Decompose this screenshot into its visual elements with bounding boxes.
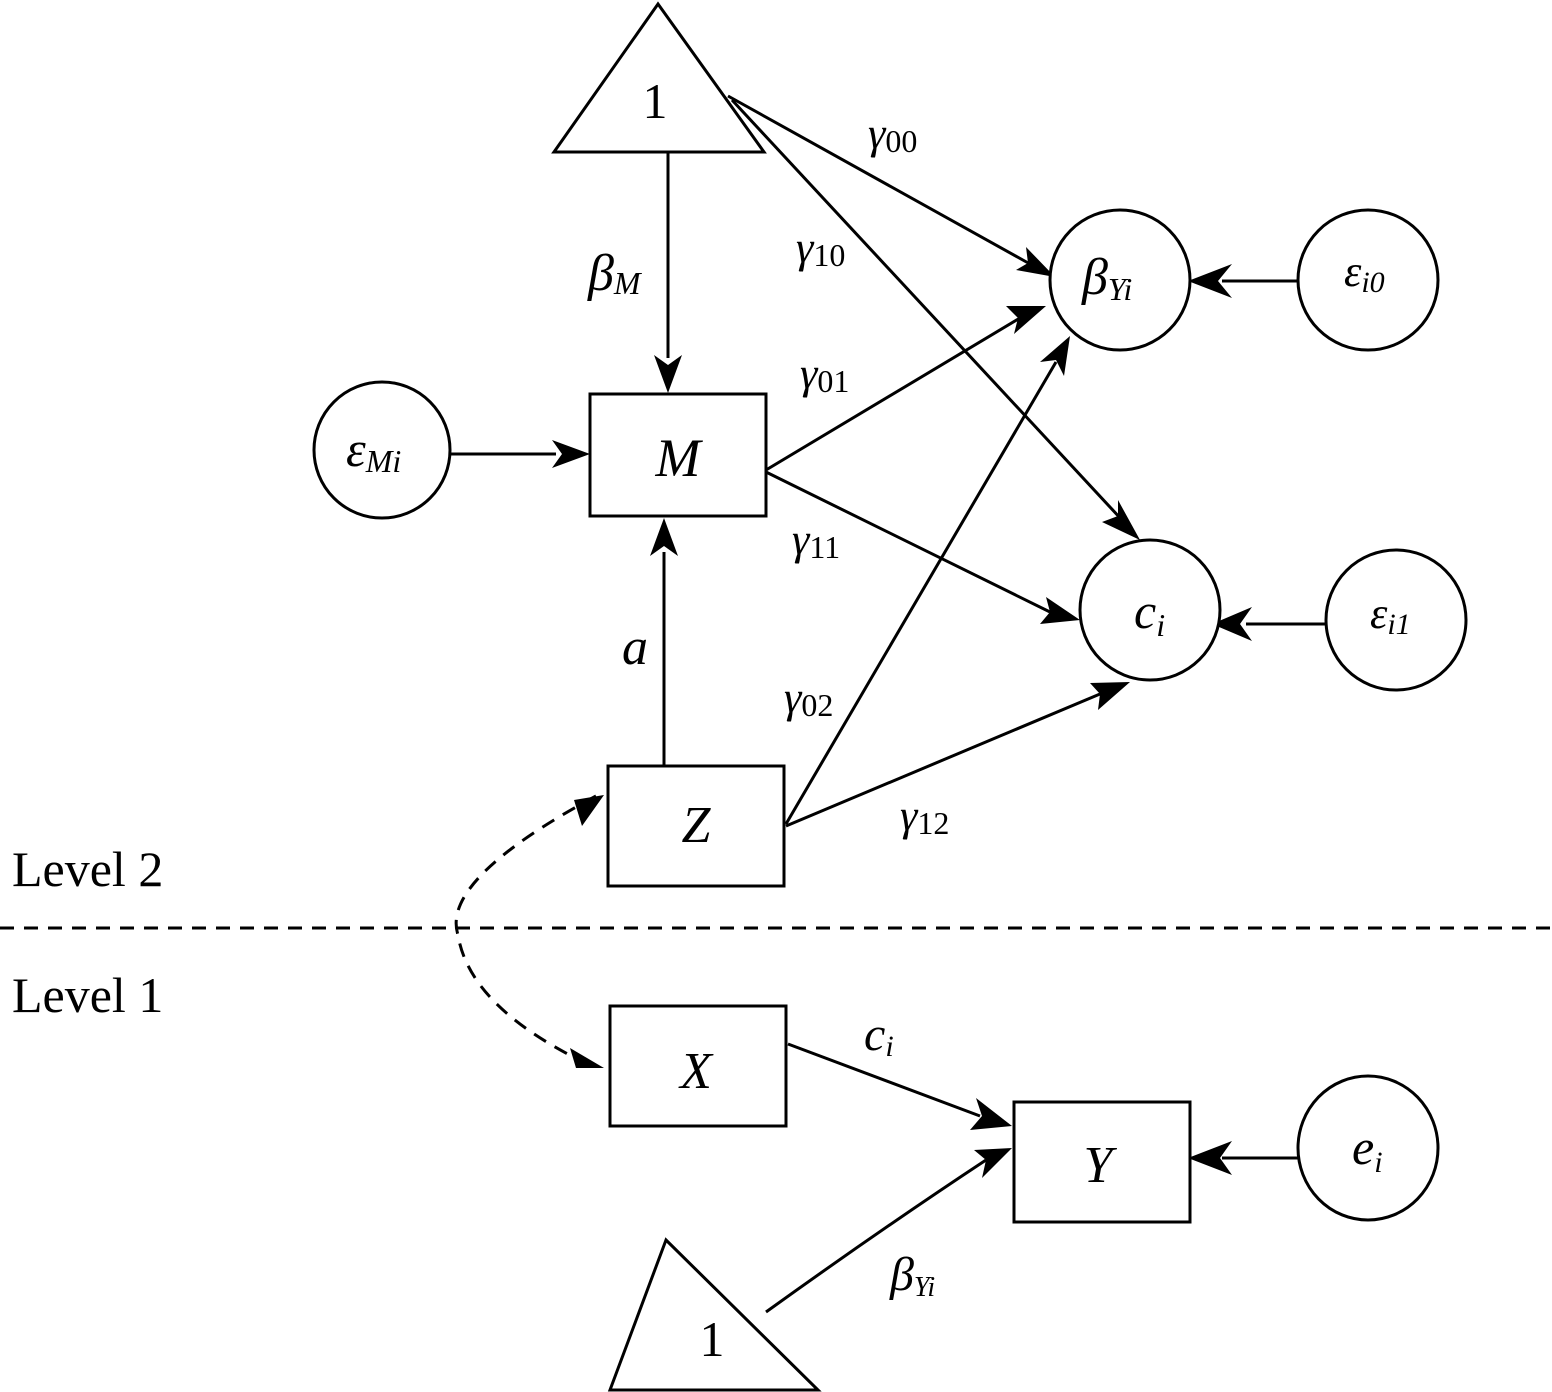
- path-label-beta-yi: βYi: [889, 1248, 935, 1303]
- circle-eps-m: [312, 380, 452, 520]
- node-e: ei: [1296, 1074, 1440, 1222]
- arrowhead-ci: [970, 1098, 1012, 1130]
- arrowhead-to-x: [570, 1048, 604, 1068]
- circle-eps-i1: [1324, 548, 1468, 692]
- box-x: [608, 1004, 788, 1128]
- m-label: M: [655, 428, 704, 488]
- node-c: ci: [1078, 538, 1222, 682]
- box-m: [588, 392, 768, 518]
- node-x: X: [608, 1004, 788, 1128]
- edge-gamma10: [730, 98, 1124, 522]
- eps-m-label: εMi: [346, 421, 401, 479]
- edge-gamma11: [765, 470, 1051, 614]
- beta-y-label: βYi: [1081, 249, 1132, 307]
- z-label: Z: [682, 797, 712, 854]
- arrowhead-gamma02: [1040, 336, 1070, 376]
- path-label-a: a: [622, 619, 648, 676]
- circle-eps-i0: [1296, 208, 1440, 352]
- level-2-label: Level 2: [12, 841, 163, 897]
- node-eps-i0: εi0: [1296, 208, 1440, 352]
- path-label-gamma00: γ00: [868, 109, 917, 159]
- node-m: M: [588, 392, 768, 518]
- y-label: Y: [1084, 1137, 1118, 1194]
- edge-gamma01: [765, 316, 1021, 472]
- constant-bottom-label: 1: [700, 1311, 725, 1367]
- path-label-gamma12: γ12: [900, 791, 949, 841]
- path-label-gamma02: γ02: [784, 673, 833, 723]
- node-eps-m: εMi: [312, 380, 452, 520]
- constant-top-label: 1: [643, 73, 668, 129]
- e-label: ei: [1352, 1119, 1383, 1179]
- edge-gamma12: [785, 692, 1101, 828]
- triangle-constant-top: [551, 1, 767, 154]
- arrowhead-e: [1188, 1141, 1232, 1175]
- arrowhead-beta-yi: [974, 1148, 1012, 1178]
- eps-i0-label: εi0: [1344, 247, 1385, 299]
- path-label-c-i: ci: [864, 1008, 894, 1063]
- box-z: [606, 764, 786, 888]
- box-y: [1012, 1100, 1192, 1224]
- x-label: X: [678, 1043, 714, 1100]
- edge-beta-yi: [765, 1158, 987, 1314]
- path-label-beta-m: βM: [587, 245, 643, 302]
- arrowhead-to-z: [574, 795, 604, 826]
- c-label: ci: [1134, 583, 1165, 643]
- arrowhead-gamma10: [1102, 500, 1140, 540]
- triangle-constant-bottom: [607, 1237, 822, 1392]
- arrowhead-gamma00: [1016, 247, 1055, 277]
- eps-i1-label: εi1: [1370, 589, 1411, 641]
- circle-beta-y: [1048, 208, 1192, 352]
- path-label-gamma10: γ10: [796, 223, 845, 273]
- path-label-gamma01: γ01: [800, 349, 849, 399]
- circle-c: [1078, 538, 1222, 682]
- arrowhead-a: [650, 518, 678, 556]
- node-constant-top: 1: [551, 1, 767, 154]
- circle-e: [1296, 1074, 1440, 1222]
- node-eps-i1: εi1: [1324, 548, 1468, 692]
- node-constant-bottom: 1: [607, 1237, 822, 1392]
- node-y: Y: [1012, 1100, 1192, 1224]
- edge-gamma00: [727, 94, 1031, 266]
- covariance-arc-z-x: [454, 794, 597, 1070]
- path-label-gamma11: γ11: [792, 515, 840, 565]
- arrowhead-gamma11: [1040, 597, 1080, 624]
- arrowhead-gamma12: [1090, 682, 1130, 710]
- arrowhead-epsi0: [1188, 264, 1232, 298]
- node-beta-y: βYi: [1048, 208, 1192, 352]
- arrowhead-gamma01: [1006, 306, 1046, 334]
- edge-ci: [787, 1042, 981, 1118]
- arrowhead-epsM: [552, 440, 590, 468]
- edge-gamma02: [784, 361, 1058, 825]
- arrowhead-to-m-top: [654, 355, 682, 393]
- level-1-label: Level 1: [12, 967, 163, 1023]
- arrowhead-epsi1: [1212, 607, 1252, 641]
- node-z: Z: [606, 764, 786, 888]
